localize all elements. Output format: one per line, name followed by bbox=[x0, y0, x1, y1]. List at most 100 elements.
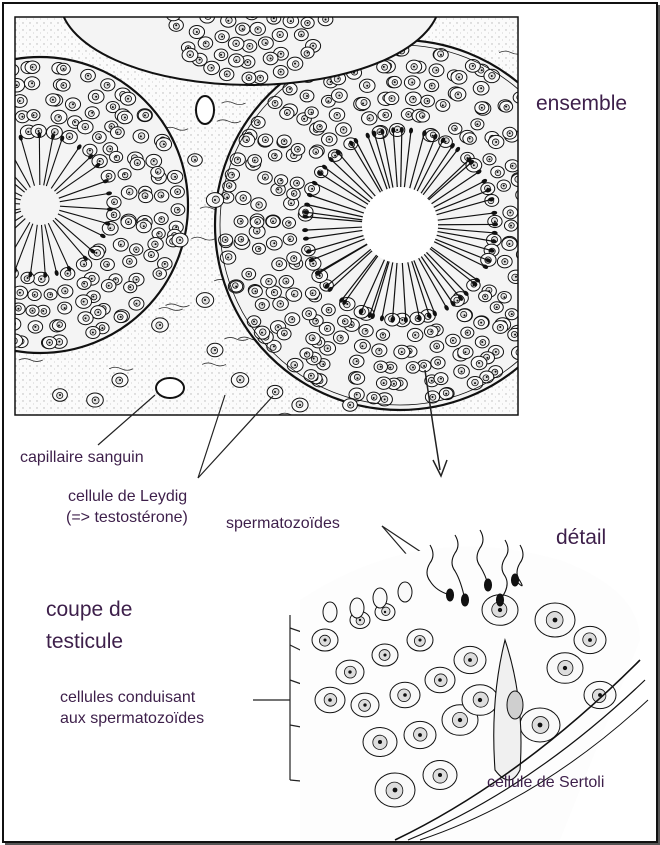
germ-cell bbox=[197, 0, 211, 9]
sperm-head bbox=[497, 594, 504, 606]
germ-cell bbox=[424, 79, 438, 91]
germ-cell bbox=[110, 127, 124, 139]
germ-cell bbox=[25, 61, 40, 74]
germ-cell bbox=[230, 281, 243, 292]
germ-cell bbox=[154, 190, 168, 202]
germ-cell bbox=[405, 92, 421, 106]
germ-cell bbox=[545, 307, 558, 318]
germ-cell bbox=[406, 362, 420, 373]
germ-cell bbox=[214, 1, 228, 13]
germ-cell bbox=[536, 320, 550, 332]
germ-cell bbox=[333, 331, 348, 344]
germ-cell bbox=[287, 188, 301, 200]
germ-cell bbox=[559, 273, 573, 285]
germ-cell bbox=[498, 291, 512, 303]
germ-cell bbox=[272, 258, 287, 271]
germ-cell bbox=[76, 295, 92, 309]
germ-cell bbox=[407, 328, 422, 341]
germ-cell bbox=[546, 262, 560, 274]
germ-cell bbox=[277, 328, 291, 340]
germ-cell bbox=[251, 198, 267, 211]
germ-cell bbox=[378, 109, 392, 121]
germ-cell-detail bbox=[404, 721, 436, 748]
sperm-head bbox=[492, 231, 497, 234]
germ-cell bbox=[0, 86, 1, 98]
germ-cell bbox=[359, 325, 373, 337]
germ-cell bbox=[83, 144, 97, 156]
germ-cell bbox=[78, 312, 93, 325]
overview-section bbox=[0, 0, 585, 416]
germ-cell bbox=[248, 155, 262, 167]
germ-cell bbox=[331, 89, 347, 102]
leydig-cell bbox=[292, 398, 308, 412]
germ-cell-detail bbox=[315, 687, 345, 713]
sperm-head bbox=[404, 317, 407, 322]
germ-cell bbox=[471, 356, 487, 369]
leydig-label-line1: cellule de Leydig bbox=[68, 487, 187, 507]
germ-cell bbox=[309, 147, 323, 159]
germ-cell bbox=[497, 255, 512, 268]
germ-cell bbox=[24, 77, 39, 90]
germ-cell bbox=[0, 276, 1, 289]
germ-cell bbox=[113, 238, 128, 251]
germ-cell bbox=[245, 8, 259, 20]
germ-cell bbox=[0, 121, 3, 134]
germ-cell bbox=[410, 312, 425, 325]
germ-cell bbox=[139, 191, 153, 203]
germ-cell bbox=[484, 69, 500, 82]
germ-cell bbox=[77, 277, 91, 289]
germ-cell bbox=[121, 186, 137, 199]
germ-cell bbox=[354, 340, 370, 354]
germ-cell bbox=[255, 299, 269, 311]
leydig-cell bbox=[196, 293, 213, 308]
germ-cell bbox=[181, 0, 196, 2]
germ-cell bbox=[321, 0, 335, 11]
germ-cell bbox=[473, 82, 489, 95]
sperm-head bbox=[493, 223, 498, 226]
germ-cell bbox=[0, 133, 14, 145]
germ-cell bbox=[242, 40, 257, 52]
germ-cell bbox=[151, 167, 165, 179]
germ-cell bbox=[287, 358, 303, 371]
germ-cell bbox=[475, 336, 489, 348]
germ-cell bbox=[118, 169, 131, 180]
germ-cell bbox=[471, 119, 484, 130]
germ-cell bbox=[535, 204, 550, 216]
germ-cell bbox=[0, 117, 9, 130]
germ-cell bbox=[513, 92, 527, 104]
germ-cell bbox=[56, 79, 70, 91]
germ-cell bbox=[511, 346, 527, 360]
germ-cell bbox=[536, 228, 550, 240]
sperm-head bbox=[44, 272, 47, 277]
germ-cell-detail bbox=[375, 773, 415, 807]
germ-cell bbox=[251, 117, 265, 129]
germ-cell bbox=[136, 220, 151, 233]
germ-cell bbox=[279, 276, 294, 288]
spermatid bbox=[323, 602, 337, 622]
germ-cell-detail bbox=[423, 761, 457, 790]
germ-cell bbox=[458, 346, 473, 359]
germ-cell bbox=[51, 110, 67, 124]
germ-cell bbox=[120, 92, 135, 105]
germ-cell bbox=[275, 175, 288, 186]
germ-cell bbox=[529, 175, 544, 187]
section-title-line2: testicule bbox=[46, 630, 123, 654]
germ-cell bbox=[304, 370, 318, 382]
germ-cell bbox=[288, 0, 303, 12]
germ-cell bbox=[508, 270, 524, 283]
germ-cell bbox=[305, 287, 319, 299]
germ-cell bbox=[130, 157, 145, 170]
germ-cell bbox=[229, 54, 244, 67]
germ-cell bbox=[181, 3, 196, 15]
germ-cell bbox=[263, 52, 278, 65]
germ-cell bbox=[300, 348, 313, 359]
sperm-head bbox=[485, 579, 492, 591]
sperm-head bbox=[447, 589, 454, 601]
germ-cell bbox=[236, 23, 250, 35]
germ-cell bbox=[493, 321, 508, 334]
germ-cell bbox=[372, 344, 387, 357]
germ-cell bbox=[283, 83, 297, 95]
spermatid bbox=[350, 598, 364, 618]
germ-cell bbox=[301, 47, 314, 58]
germ-cell bbox=[457, 309, 472, 322]
